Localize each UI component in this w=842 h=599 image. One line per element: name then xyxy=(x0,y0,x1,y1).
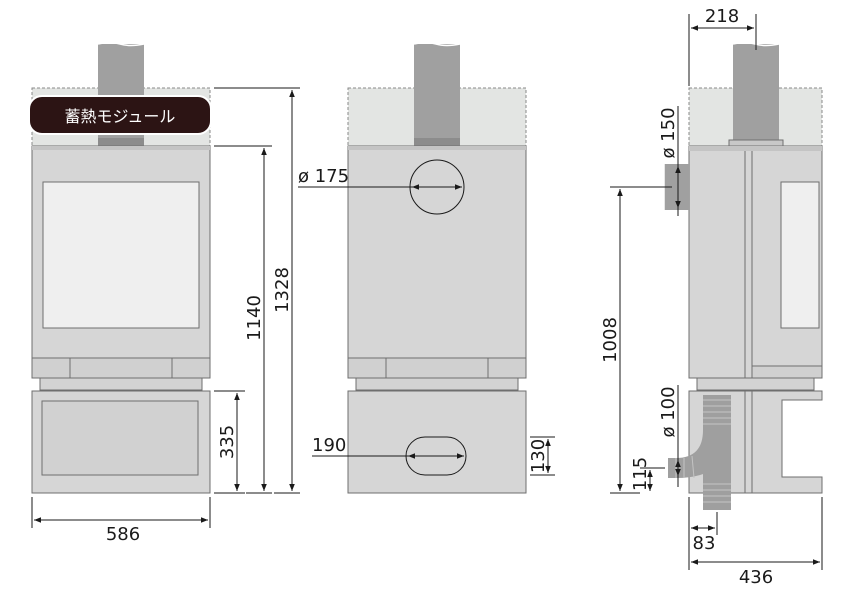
front-total-height-dim: 1328 xyxy=(272,267,293,313)
front-body-height-dim: 1140 xyxy=(244,295,265,341)
rear-top-flue-dim: ø 175 xyxy=(298,166,349,187)
side-window xyxy=(780,181,820,329)
side-dimensions: 218 ø 150 1008 ø 100 115 83 436 xyxy=(600,6,823,588)
side-top-flue-pipe xyxy=(733,44,779,146)
side-view xyxy=(663,41,823,510)
rear-dimensions: ø 175 190 130 xyxy=(298,166,555,476)
rear-view xyxy=(347,41,527,494)
heat-module-badge: 蓄熱モジュール xyxy=(28,95,212,135)
front-width-dim: 586 xyxy=(106,524,140,545)
side-flue-height-dim: 1008 xyxy=(600,317,621,363)
rear-bottom-width-dim: 190 xyxy=(312,435,346,456)
side-bottom-flue-pipe xyxy=(668,395,731,510)
rear-bottom-height-dim: 130 xyxy=(528,439,549,473)
side-bottom-flue-offset-dim: 83 xyxy=(693,533,716,554)
front-dimensions: 586 335 1140 1328 xyxy=(31,87,300,545)
rear-flue-pipe xyxy=(414,44,460,146)
side-flue-offset-dim: 218 xyxy=(705,6,739,27)
front-window xyxy=(42,181,200,329)
side-bottom-flue-height-dim: 115 xyxy=(630,457,651,491)
side-depth-dim: 436 xyxy=(739,567,773,588)
heat-module-badge-label: 蓄熱モジュール xyxy=(65,107,176,126)
front-base-height-dim: 335 xyxy=(217,425,238,459)
side-flue-dim: ø 150 xyxy=(658,107,679,158)
side-bottom-flue-dim: ø 100 xyxy=(658,386,679,437)
front-base-door xyxy=(41,400,199,476)
